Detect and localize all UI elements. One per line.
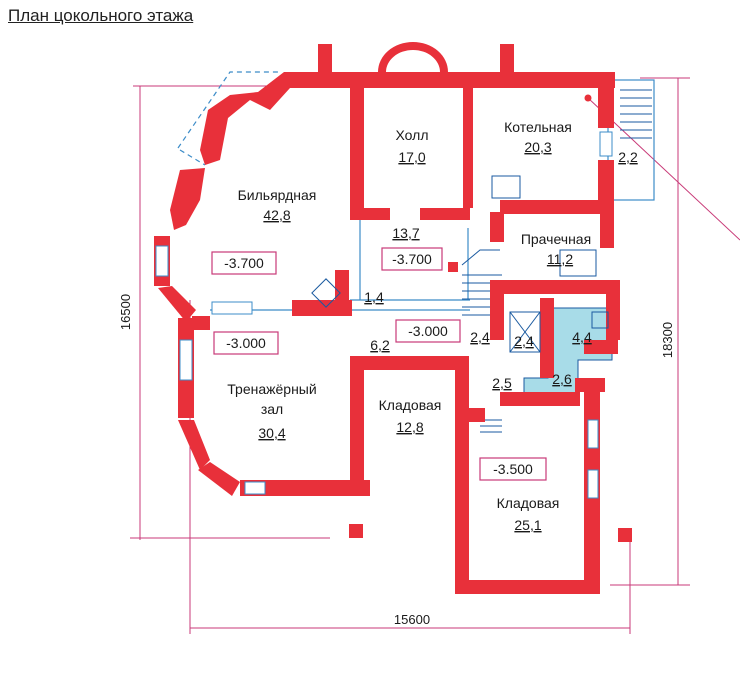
room-laundry-name: Прачечная <box>521 231 591 247</box>
room-hall-area: 17,0 <box>398 149 425 165</box>
area-lobby-b: 2,5 <box>492 375 512 391</box>
room-storage1-area: 12,8 <box>396 419 423 435</box>
area-wc: 2,4 <box>514 333 534 349</box>
area-corridor: 13,7 <box>392 225 419 241</box>
dimension-right-height: 18300 <box>660 322 675 358</box>
area-boiler-nook: 2,2 <box>618 149 638 165</box>
area-stair-box: 1,4 <box>364 289 384 305</box>
room-boiler-name: Котельная <box>504 119 572 135</box>
level-corridor: -3.000 <box>408 323 448 339</box>
room-gym-name1: Тренажёрный <box>227 381 316 397</box>
room-hall-name: Холл <box>396 127 429 143</box>
dimension-total-width: 15600 <box>394 612 430 627</box>
dimension-left-height: 16500 <box>118 294 133 330</box>
area-vestibule: 6,2 <box>370 337 390 353</box>
level-hall: -3.700 <box>392 251 432 267</box>
windows <box>155 131 613 499</box>
stair-right <box>620 89 652 139</box>
level-gym: -3.000 <box>226 335 266 351</box>
room-gym-name2: зал <box>261 401 283 417</box>
room-gym-area: 30,4 <box>258 425 285 441</box>
room-storage1-name: Кладовая <box>379 397 442 413</box>
room-boiler-area: 20,3 <box>524 139 551 155</box>
level-storage: -3.500 <box>493 461 533 477</box>
room-storage2-name: Кладовая <box>497 495 560 511</box>
room-laundry-area: 11,2 <box>547 251 573 267</box>
fixtures <box>311 94 609 353</box>
room-storage2-area: 25,1 <box>514 517 541 533</box>
area-lobby-a: 2,4 <box>470 329 490 345</box>
area-shower: 2,6 <box>552 371 572 387</box>
area-bath: 4,4 <box>572 329 592 345</box>
room-billiard-name: Бильярдная <box>238 187 317 203</box>
room-billiard-area: 42,8 <box>263 207 290 223</box>
level-boxes <box>211 247 547 481</box>
level-billiard: -3.700 <box>224 255 264 271</box>
plan-title: План цокольного этажа <box>8 6 194 25</box>
